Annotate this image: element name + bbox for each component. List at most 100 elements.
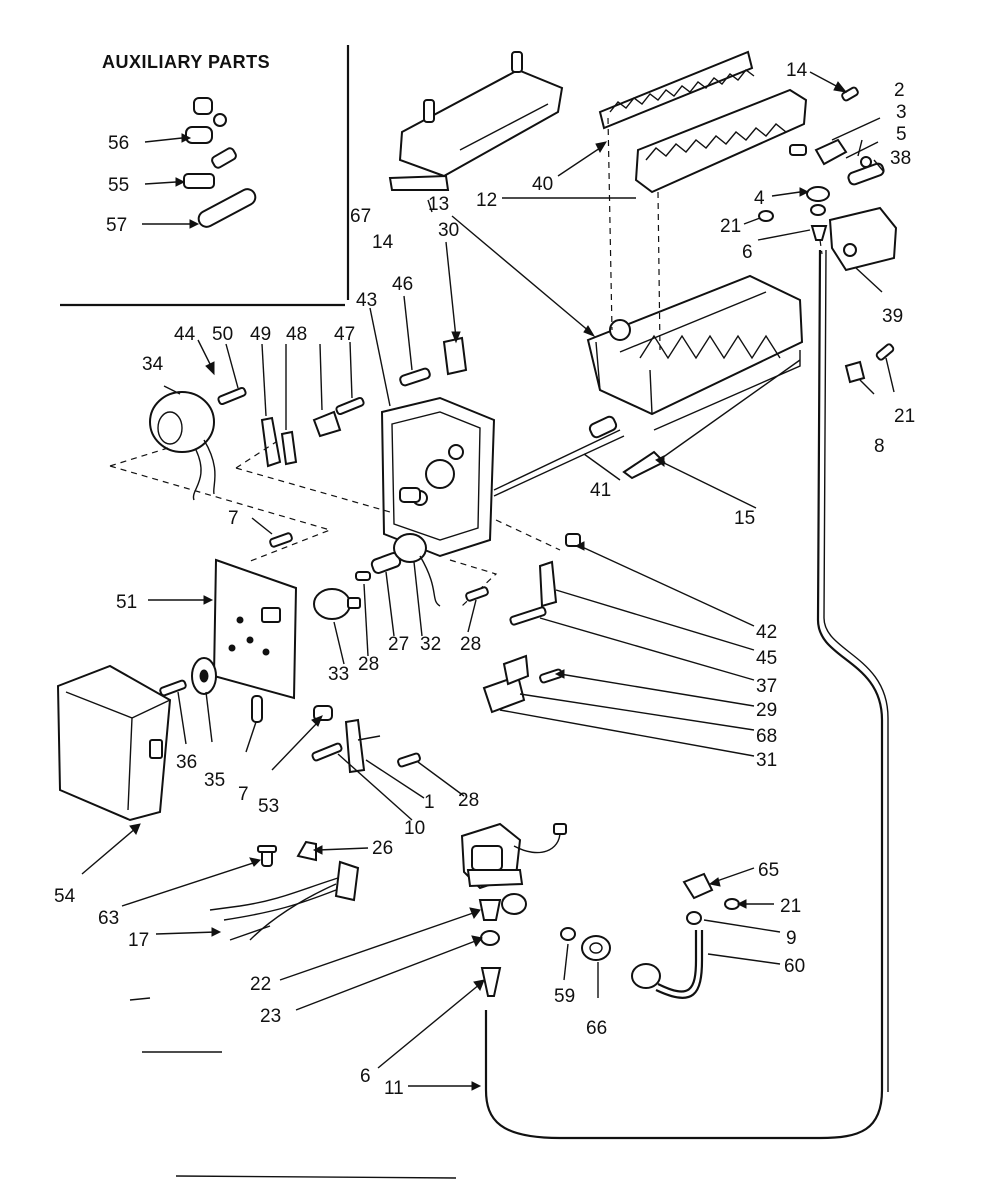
label-32: 32: [420, 634, 441, 655]
part-4-grommet: [806, 186, 830, 216]
part-41-shutoff-arm: [493, 415, 625, 497]
label-30: 30: [438, 220, 459, 241]
label-12: 12: [476, 190, 497, 211]
label-54: 54: [54, 886, 76, 907]
callout-labels: 56 55 57 14 2 3 5 38 40 12 4 21 6 67 14 …: [54, 60, 915, 1099]
part-43-module-housing: [380, 396, 496, 558]
part-50-49-switch-arms: [260, 416, 298, 468]
assembly-dashed-lines: [109, 117, 823, 607]
part-47-screw: [335, 396, 365, 416]
label-33: 33: [328, 664, 349, 685]
part-53-spring: [313, 705, 333, 721]
leader-lines: [81, 71, 895, 1091]
part-37-pin: [509, 606, 547, 626]
label-59: 59: [554, 986, 575, 1007]
part-water-valve: [460, 822, 567, 915]
label-40: 40: [532, 174, 553, 195]
part-28-pin-c: [397, 752, 421, 768]
part-63-screw: [257, 845, 277, 867]
label-9: 9: [786, 928, 797, 949]
label-66: 66: [586, 1018, 607, 1039]
label-45: 45: [756, 648, 777, 669]
part-67-mounting-bracket: [388, 51, 564, 191]
label-51: 51: [116, 592, 137, 613]
label-65: 65: [758, 860, 779, 881]
auxiliary-parts-title: AUXILIARY PARTS: [102, 52, 270, 72]
part-28-pin-b: [465, 586, 489, 602]
stray-lines: [129, 997, 457, 1179]
label-63: 63: [98, 908, 119, 929]
part-6-fill-cup: [810, 225, 828, 241]
label-48: 48: [286, 324, 307, 345]
label-44: 44: [174, 324, 196, 345]
part-34-motor: [149, 391, 216, 501]
part-14-screw-top: [841, 86, 859, 102]
label-4: 4: [754, 188, 765, 209]
label-67: 67: [350, 206, 371, 227]
part-23-washer: [480, 930, 500, 946]
label-14-top: 14: [786, 60, 808, 81]
label-21-top: 21: [720, 216, 741, 237]
part-35-knob: [191, 657, 217, 695]
label-50: 50: [212, 324, 233, 345]
label-21-lower: 21: [780, 896, 801, 917]
part-21-clip-top: [758, 210, 774, 222]
label-28-c: 28: [458, 790, 479, 811]
part-33-switch: [313, 588, 361, 620]
part-10-pin: [311, 742, 343, 762]
label-10: 10: [404, 818, 425, 839]
label-36: 36: [176, 752, 197, 773]
part-46-pin: [399, 367, 431, 387]
part-56-fitting: [185, 97, 227, 144]
label-47: 47: [334, 324, 355, 345]
label-49: 49: [250, 324, 271, 345]
part-51-control-plate: [212, 558, 298, 700]
part-59-nut: [560, 927, 576, 941]
label-22: 22: [250, 974, 271, 995]
part-40-ejector: [598, 50, 755, 130]
label-46: 46: [392, 274, 413, 295]
label-8: 8: [874, 436, 885, 457]
label-68: 68: [756, 726, 777, 747]
label-26: 26: [372, 838, 393, 859]
part-11-fill-tube: [484, 249, 889, 1140]
part-17-wiring-harness: [209, 860, 360, 941]
part-7-screw-lower: [251, 695, 263, 723]
label-7-lower: 7: [238, 784, 249, 805]
part-66-compression-nut: [581, 935, 611, 961]
part-28-pin-a: [355, 571, 371, 581]
label-14-bracket: 14: [372, 232, 394, 253]
part-42-spring: [565, 533, 581, 547]
part-1-lever: [344, 718, 381, 774]
part-12-stripper: [634, 88, 808, 194]
part-30-bracket: [442, 336, 468, 376]
label-39: 39: [882, 306, 903, 327]
part-57-tube: [197, 188, 257, 228]
label-34: 34: [142, 354, 164, 375]
label-17: 17: [128, 930, 149, 951]
label-15: 15: [734, 508, 755, 529]
label-28-a: 28: [358, 654, 379, 675]
part-7-screw-upper: [269, 532, 293, 548]
part-13-ice-mold: [586, 274, 804, 431]
part-36-screw: [159, 679, 187, 697]
label-1: 1: [424, 792, 435, 813]
part-27-32-gear-timer: [370, 533, 441, 607]
label-41: 41: [590, 480, 611, 501]
label-6-top: 6: [742, 242, 753, 263]
label-60: 60: [784, 956, 805, 977]
part-22-valve-outlet: [478, 899, 502, 921]
label-21-right: 21: [894, 406, 915, 427]
part-68-31-switch-bracket: [482, 654, 530, 714]
label-31: 31: [756, 750, 777, 771]
label-5: 5: [896, 124, 907, 145]
part-48-lever: [312, 410, 342, 438]
label-2: 2: [894, 80, 905, 101]
label-38: 38: [890, 148, 911, 169]
part-39-fill-cup-housing: [828, 206, 898, 272]
part-45-lever-arm: [538, 560, 558, 608]
part-2-3-5-38-thermostat-group: [789, 138, 885, 186]
label-27: 27: [388, 634, 409, 655]
label-23: 23: [260, 1006, 281, 1027]
